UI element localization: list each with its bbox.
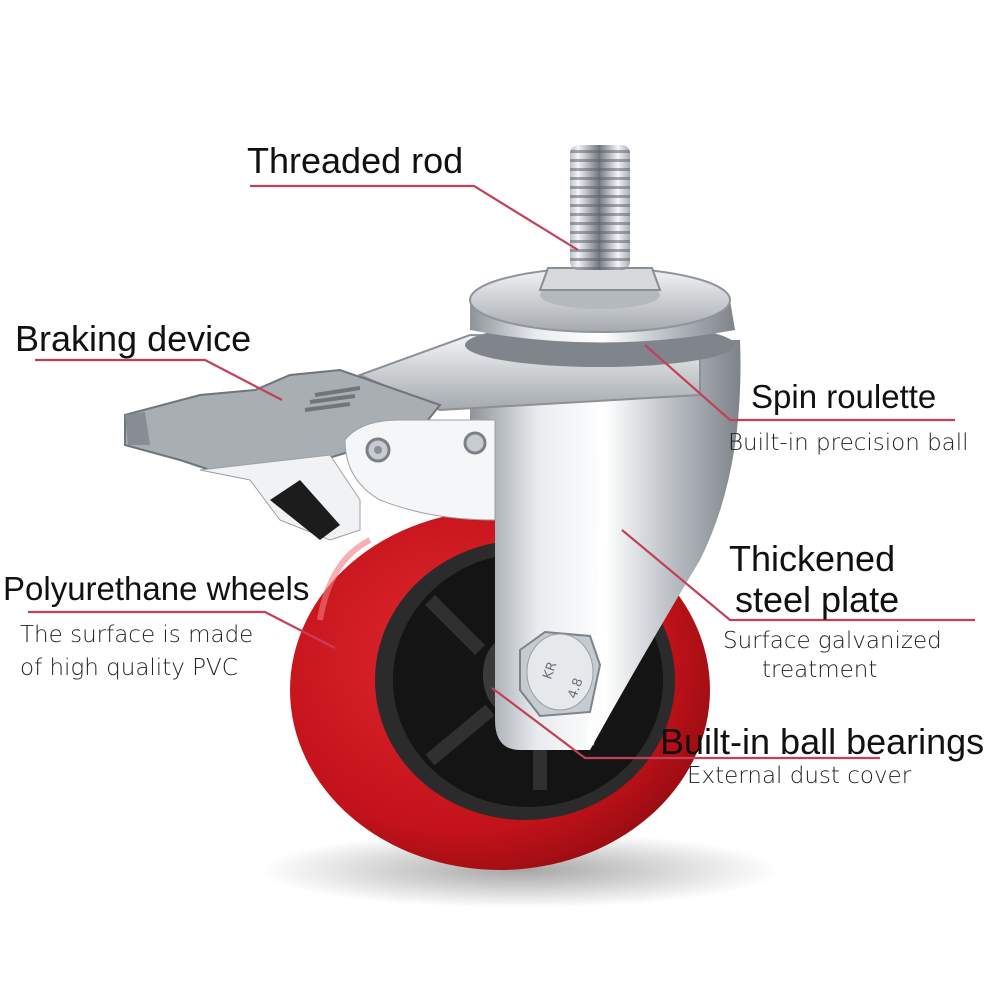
leader-lines [28,184,975,760]
label-threaded-rod: Threaded rod [247,140,464,181]
sublabel-spin-roulette: Built-in precision ball [728,430,969,456]
leader-ball-bearings [491,687,880,760]
leader-polyurethane-wheels [28,610,336,649]
label-braking-device: Braking device [15,318,252,359]
axle-bolt: KR 4.8 [519,630,602,718]
label-ball-bearings: Built-in ball bearings [660,721,985,762]
leader-threaded-rod [250,184,579,251]
sublabel-steel-plate-line2: treatment [762,657,878,683]
leader-steel-plate [621,529,975,622]
label-spin-roulette: Spin roulette [751,378,937,415]
svg-text:4.8: 4.8 [565,676,586,701]
label-steel-plate-line2: steel plate [735,579,900,620]
label-polyurethane-wheels: Polyurethane wheels [3,570,310,607]
sublabel-polyurethane-line2: of high quality PVC [20,655,238,681]
threaded-rod [570,145,630,270]
ground-shadow [260,832,780,908]
svg-text:KR: KR [540,660,560,682]
leader-braking-device [35,358,283,401]
swivel-head [465,267,735,367]
sublabel-steel-plate-line1: Surface galvanized [723,628,942,654]
sublabel-ball-bearings: External dust cover [687,763,912,789]
sublabel-polyurethane-line1: The surface is made [20,622,254,648]
leader-spin-roulette [644,344,955,422]
label-steel-plate-line1: Thickened [729,538,896,579]
